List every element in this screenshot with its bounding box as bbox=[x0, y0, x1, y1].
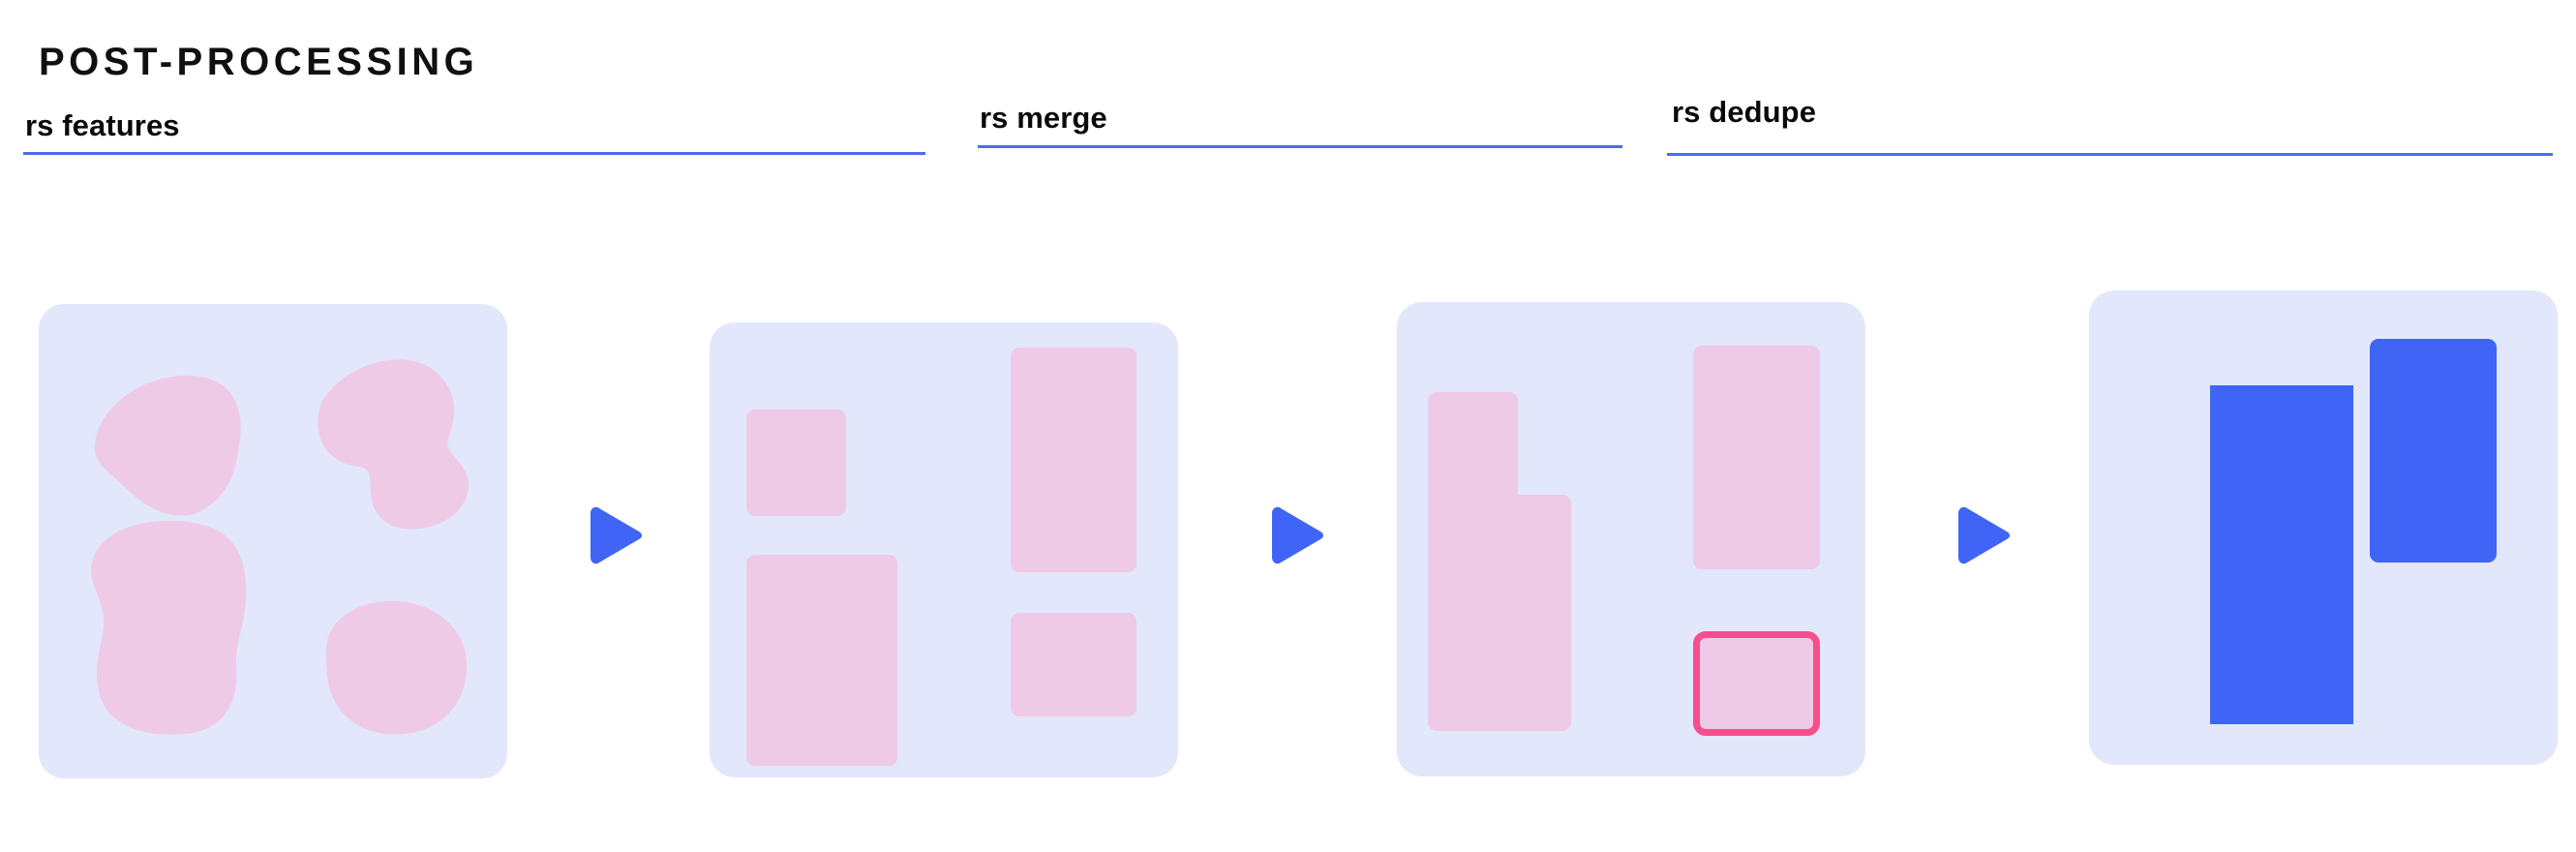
merged-region-shape bbox=[1428, 392, 1571, 731]
blob-bottom-left-icon bbox=[91, 520, 247, 735]
page-title: POST-PROCESSING bbox=[39, 41, 479, 83]
stage-label-features: rs features bbox=[25, 108, 180, 142]
play-triangle-right-icon bbox=[591, 506, 642, 564]
bbox-large-bottom-left bbox=[746, 555, 897, 766]
blob-bottom-right-icon bbox=[325, 600, 468, 735]
stage-rule-merge bbox=[978, 145, 1622, 148]
organic-feature-blobs bbox=[91, 359, 469, 735]
blob-top-left-icon bbox=[94, 375, 241, 516]
bbox-tall-final bbox=[2370, 339, 2497, 563]
panel-merge bbox=[710, 322, 1178, 777]
panel-dedupe bbox=[1397, 302, 1865, 776]
bbox-tall-right bbox=[1011, 348, 1136, 572]
play-triangle-right-icon bbox=[1958, 506, 2010, 564]
panel-features bbox=[39, 304, 507, 778]
final-merged-region-shape bbox=[2210, 385, 2353, 724]
bbox-duplicate-flagged bbox=[1693, 631, 1820, 736]
stage-rule-features bbox=[23, 152, 925, 155]
bbox-wide-bottom-right bbox=[1011, 613, 1136, 716]
lshape-final bbox=[2210, 385, 2353, 724]
panel-output bbox=[2089, 290, 2558, 765]
play-triangle-right-icon bbox=[1272, 506, 1323, 564]
stage-rule-dedupe bbox=[1667, 153, 2553, 156]
bbox-tall-right bbox=[1693, 346, 1820, 569]
stage-label-merge: rs merge bbox=[980, 101, 1107, 135]
bbox-small-top-left bbox=[746, 410, 846, 516]
blob-top-right-icon bbox=[318, 359, 469, 530]
stage-label-dedupe: rs dedupe bbox=[1672, 95, 1817, 129]
lshape-merged bbox=[1428, 392, 1571, 731]
